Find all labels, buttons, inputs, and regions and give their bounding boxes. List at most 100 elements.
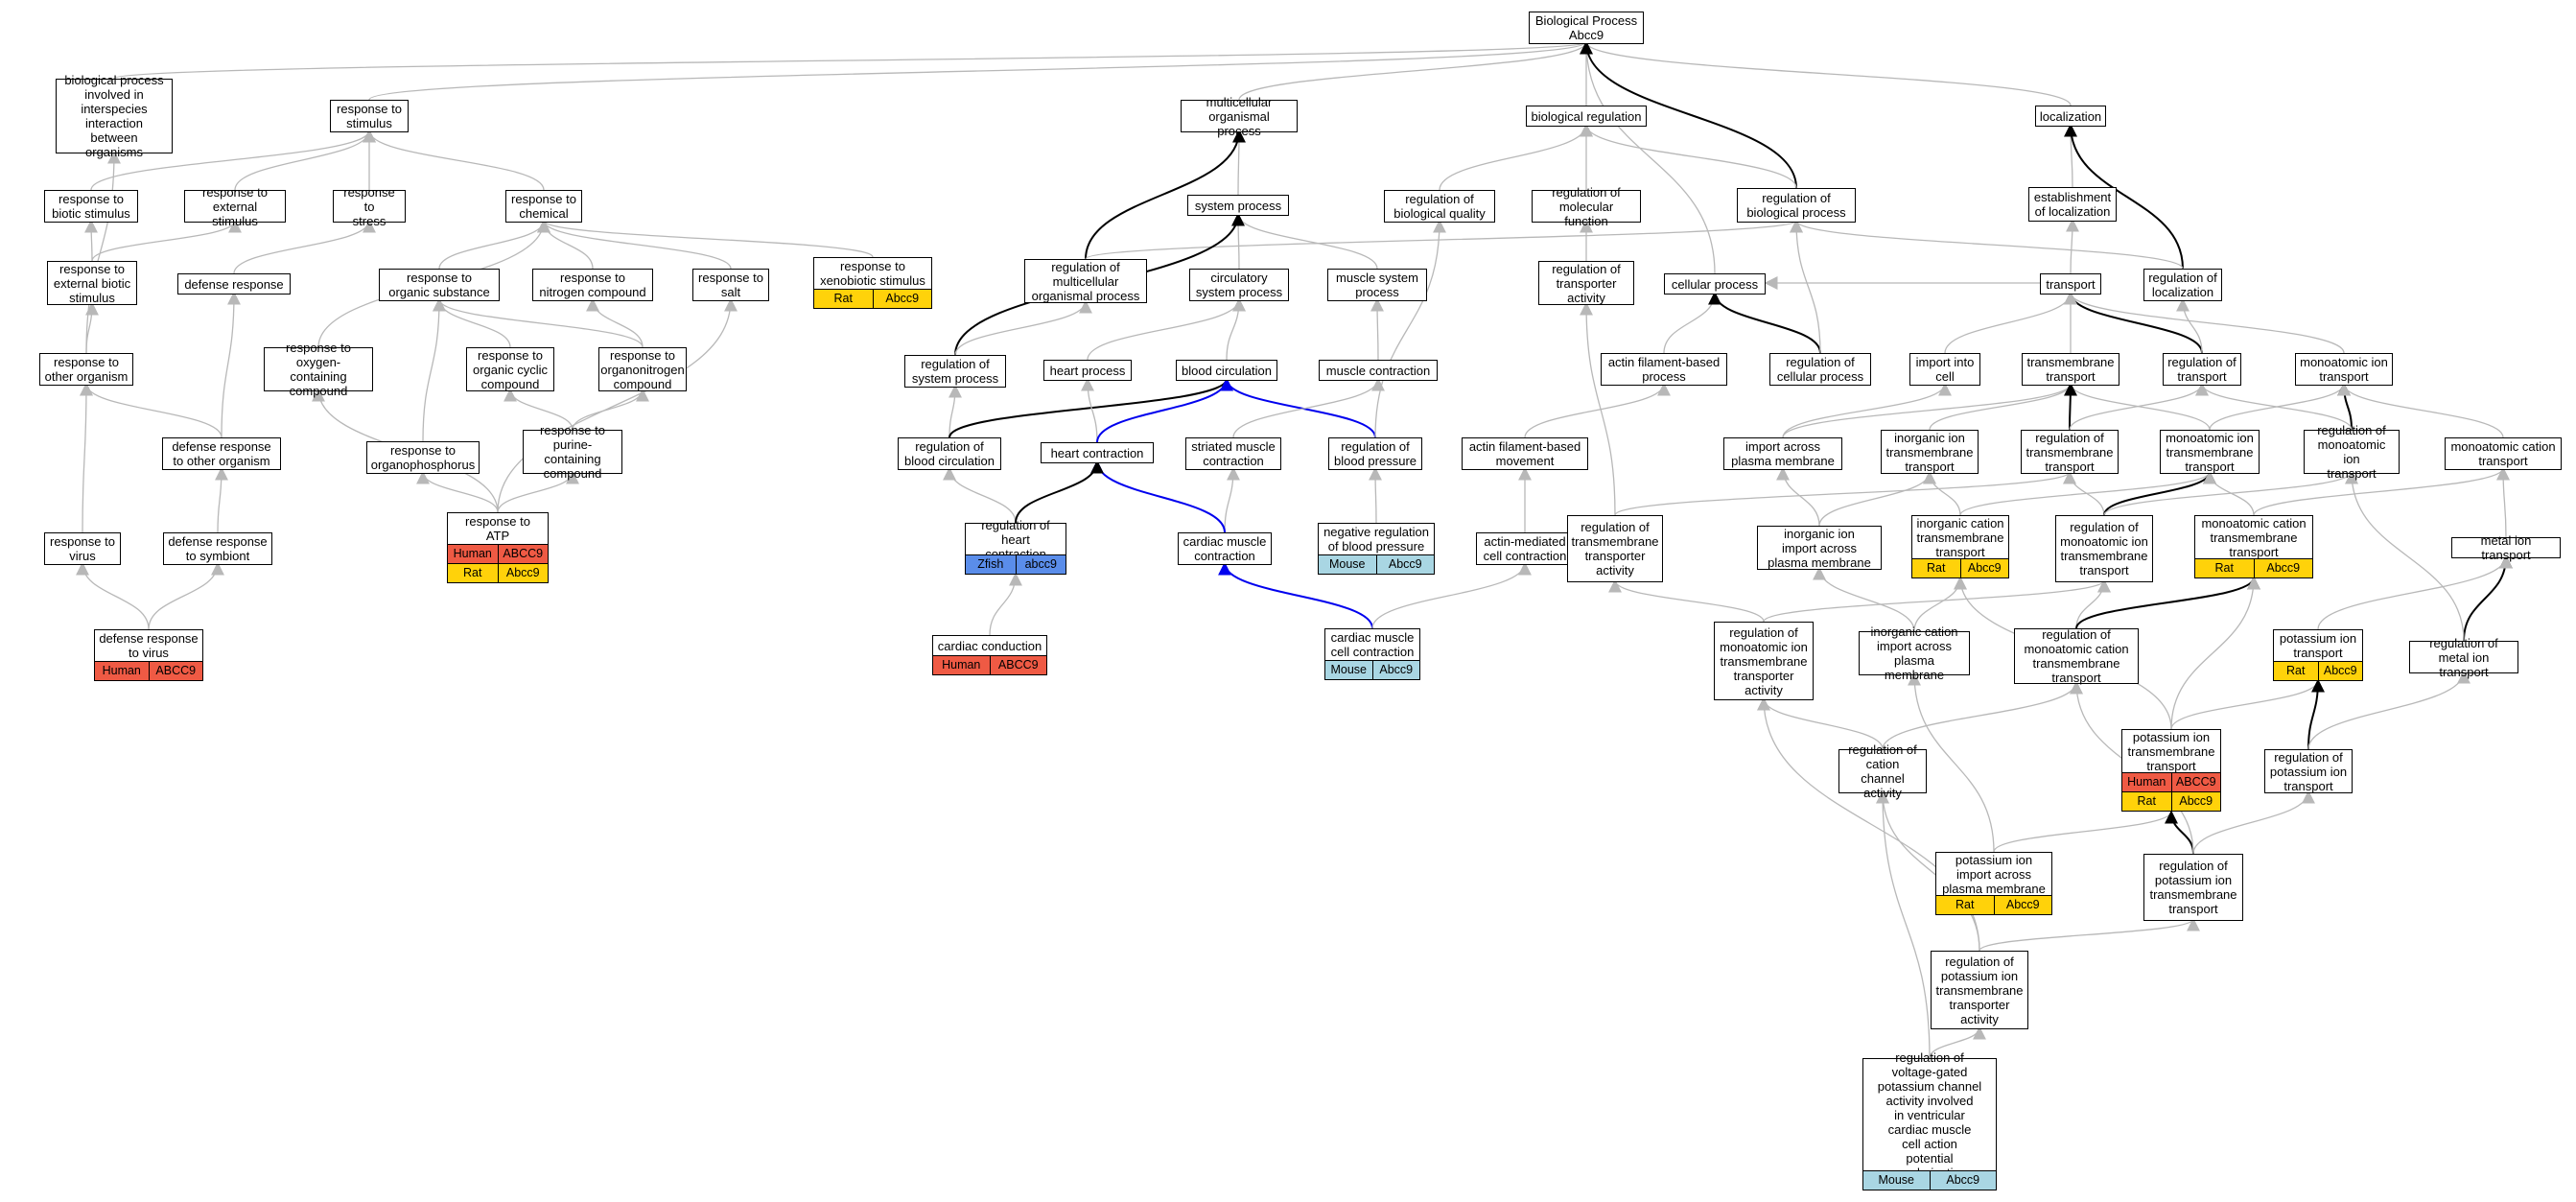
node-label: establishment of localization — [2033, 190, 2112, 219]
go-node-tmt: transmembrane transport — [2022, 353, 2119, 386]
edge-rtmtact-to-rtmt — [1614, 470, 2076, 516]
edge-loc-to-bp — [1580, 40, 2072, 106]
go-node-actinmove: actin filament-based movement — [1462, 437, 1588, 470]
annotation-gene: Abcc9 — [1959, 559, 2008, 577]
edge-heartcon-to-heartp — [1081, 377, 1098, 443]
node-label: inorganic cation transmembrane transport — [1916, 515, 2004, 559]
node-label: heart process — [1049, 363, 1126, 378]
edge-kitmt-to-kit — [2170, 678, 2325, 730]
edge-rstim-to-bp — [368, 40, 1593, 101]
node-label: regulation of localization — [2148, 271, 2217, 299]
edge-bpinter-to-bp — [113, 40, 1592, 80]
go-node-transport: transport — [2040, 273, 2101, 295]
annotation-gene: ABCC9 — [2170, 773, 2220, 791]
go-node-moit: monoatomic ion transport — [2295, 353, 2393, 386]
node-label: response to external stimulus — [202, 184, 268, 228]
go-node-rorgphos: response to organophosphorus — [366, 441, 480, 474]
edge-defsym-to-defother — [214, 466, 228, 533]
edge-transport-to-estloc — [2065, 218, 2079, 274]
node-label: regulation of potassium ion transmembran… — [1935, 954, 2024, 1026]
go-node-kimport: potassium ion import across plasma membr… — [1935, 852, 2052, 915]
node-label: heart contraction — [1050, 445, 1144, 460]
node-label: response to xenobiotic stimulus — [820, 259, 925, 288]
node-label: monoatomic cation transmembrane transpor… — [2201, 515, 2307, 559]
edge-mop-to-bp — [1238, 40, 1593, 101]
go-node-actinmed: actin-mediated cell contraction — [1476, 532, 1574, 565]
go-node-rkitmt: regulation of potassium ion transmembran… — [2143, 854, 2243, 921]
go-node-estloc: establishment of localization — [2028, 187, 2117, 222]
node-label: response to external biotic stimulus — [53, 261, 131, 305]
node-label: multicellular organismal process — [1206, 94, 1273, 138]
edge-rbq-to-breg — [1439, 123, 1593, 191]
node-label: negative regulation of blood pressure — [1323, 525, 1429, 554]
edge-mocattmt-to-mocat — [2253, 466, 2510, 516]
node-label: potassium ion transmembrane transport — [2127, 729, 2215, 773]
node-label: import across plasma membrane — [1731, 439, 1835, 468]
go-node-rextbio: response to external biotic stimulus — [47, 261, 137, 305]
annotation-species: Rat — [448, 564, 498, 582]
go-node-rmoitmt: regulation of monoatomic ion transmembra… — [2055, 515, 2153, 582]
edge-heartp-to-circsys — [1087, 297, 1246, 361]
edge-moit-to-transport — [2064, 291, 2345, 354]
edge-rmoit-to-rtransp — [2195, 382, 2353, 431]
edge-rtransp-to-rlocz — [2176, 297, 2203, 354]
edge-ratp-to-rpurine — [497, 470, 579, 513]
annotation-species: Rat — [1912, 559, 1960, 577]
go-node-importpm: import across plasma membrane — [1723, 437, 1842, 470]
node-label: regulation of metal ion transport — [2429, 635, 2498, 679]
node-label: response to ATP — [465, 514, 530, 543]
node-label: response to biotic stimulus — [52, 192, 130, 221]
edge-rbiot-to-rstim — [90, 129, 376, 191]
node-label: regulation of molecular function — [1552, 184, 1621, 228]
edge-kimport-to-kitmt — [1993, 810, 2178, 853]
annotation-gene: Abcc9 — [1929, 1171, 1996, 1190]
node-label: response to oxygen-containing compound — [286, 341, 351, 398]
edge-importpm-to-importcell — [1782, 382, 1952, 438]
go-node-rorgsub: response to organic substance — [379, 269, 500, 301]
edge-icimport-to-iiimport — [1813, 566, 1915, 632]
go-node-rmoittact: regulation of monoatomic ion transmembra… — [1714, 622, 1814, 700]
edge-rorgnitro-to-rnitro — [586, 297, 644, 348]
go-node-rmultiop: regulation of multicellular organismal p… — [1024, 259, 1147, 303]
annotation-species: Human — [933, 656, 990, 674]
annotation-species: Human — [2122, 773, 2171, 791]
node-label: defense response — [184, 276, 284, 292]
edge-rorgcyc-to-rorgsub — [433, 297, 511, 348]
node-label: striated muscle contraction — [1191, 439, 1276, 468]
go-node-rmf: regulation of molecular function — [1532, 184, 1641, 228]
edge-muscsys-to-sysp — [1231, 212, 1378, 270]
node-label: regulation of monoatomic cation transmem… — [2024, 627, 2129, 685]
go-node-rkit: regulation of potassium ion transport — [2264, 749, 2353, 793]
edge-ratp-to-rsalt — [497, 297, 738, 513]
edge-cardmcc-to-actinmed — [1371, 561, 1532, 629]
go-node-rtransp: regulation of transport — [2163, 353, 2241, 386]
edge-rmoitmt-to-rmoit — [2103, 470, 2358, 516]
node-label: response to organic substance — [388, 271, 490, 299]
node-label: regulation of monoatomic ion transmembra… — [1720, 625, 1808, 697]
go-node-bloodc: blood circulation — [1176, 360, 1277, 381]
node-label: regulation of system process — [911, 357, 999, 386]
annotation-species: Mouse — [1319, 555, 1376, 574]
node-label: regulation of biological quality — [1393, 192, 1486, 221]
edge-importpm-to-tmt — [1782, 382, 2077, 438]
edge-kitmt-to-mocattmt — [2170, 576, 2260, 730]
edge-rchem-to-rstim — [363, 129, 545, 191]
node-label: response to stress — [343, 184, 395, 228]
node-label: defense response to symbiont — [168, 534, 268, 563]
go-node-rbp: regulation of biological process — [1737, 188, 1856, 223]
node-label: regulation of heart contraction — [981, 517, 1050, 561]
node-label: response to purine-containing compound — [540, 423, 605, 481]
edge-defresp-to-rstress — [233, 219, 376, 274]
edge-cardmc-to-striated — [1224, 466, 1240, 533]
go-node-rpurine: response to purine-containing compound — [523, 423, 622, 481]
annotation-species: Rat — [814, 290, 873, 308]
go-node-muscsys: muscle system process — [1327, 269, 1427, 301]
node-label: regulation of blood circulation — [904, 439, 995, 468]
annotation-species: Mouse — [1325, 661, 1372, 679]
edge-rorgphos-to-rorgsub — [422, 297, 446, 442]
edge-rbp-to-breg — [1580, 123, 1797, 189]
edge-rcellp-to-cellp — [1708, 291, 1821, 354]
